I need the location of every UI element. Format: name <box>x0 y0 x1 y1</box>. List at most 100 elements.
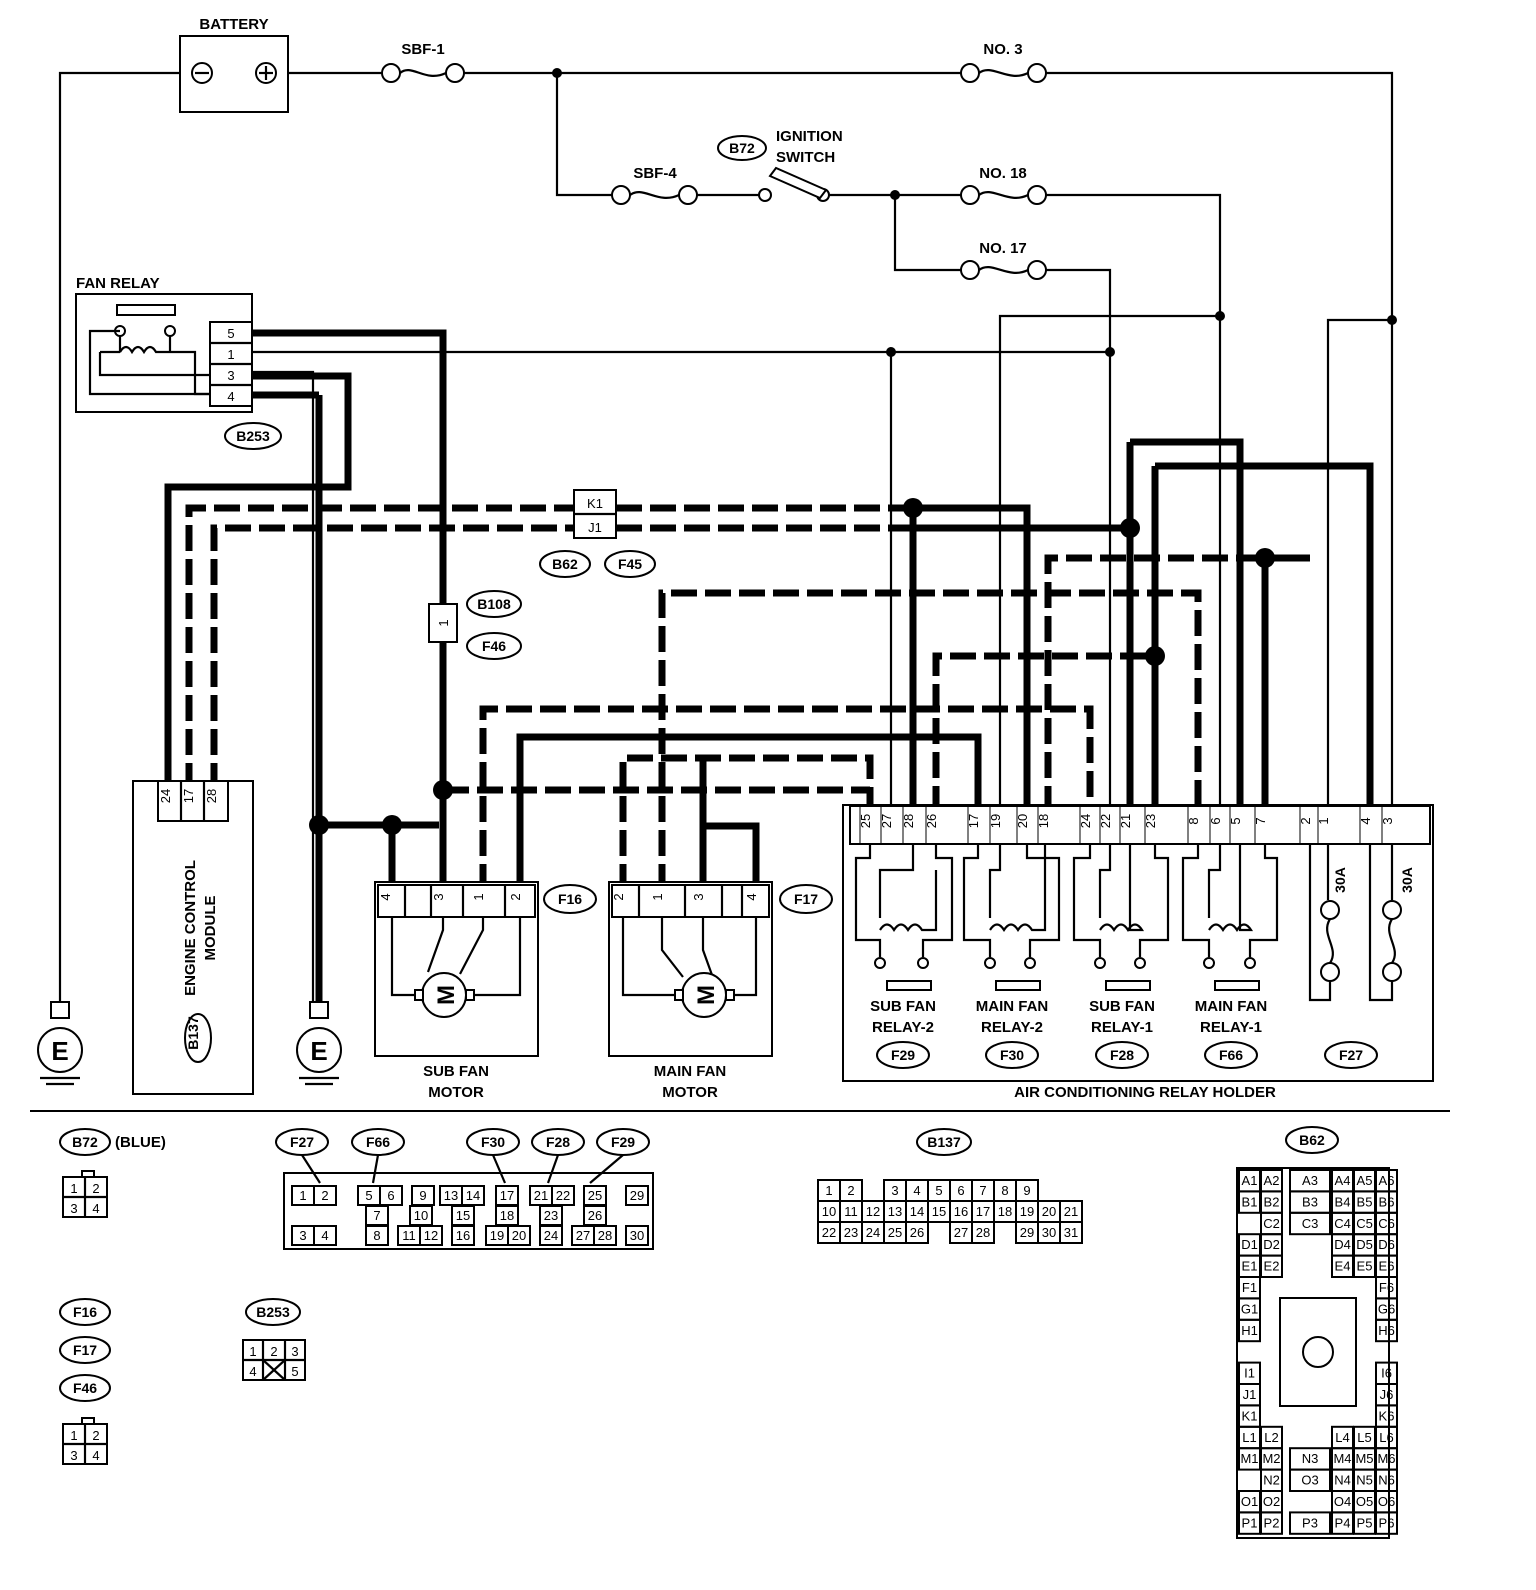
b62-pin-label: P3 <box>1302 1515 1318 1530</box>
main-fan-motor: 2 1 3 4 M F17 MAIN FAN MOTOR <box>608 881 833 1101</box>
fuse-30a-left: 30A <box>1308 844 1348 1002</box>
b62-pin-label: O3 <box>1301 1473 1318 1488</box>
b137-pin-label: 31 <box>1064 1225 1078 1240</box>
inline-connector-b108: 1 B108 F46 <box>428 590 522 660</box>
svg-text:2: 2 <box>92 1428 99 1443</box>
f-pin-label: 25 <box>588 1188 602 1203</box>
b62-pin-label: L1 <box>1242 1430 1256 1445</box>
svg-text:B253: B253 <box>236 428 270 444</box>
svg-text:F28: F28 <box>546 1134 570 1150</box>
svg-text:F45: F45 <box>618 556 642 572</box>
svg-text:SBF-1: SBF-1 <box>401 41 444 58</box>
holder-pin-label: 4 <box>1358 817 1373 824</box>
svg-text:30A: 30A <box>1332 867 1348 893</box>
f-pin-cell <box>365 1225 389 1246</box>
svg-text:E: E <box>310 1036 327 1066</box>
svg-text:MAIN FAN: MAIN FAN <box>654 1063 727 1080</box>
b62-pin-label: A6 <box>1379 1173 1395 1188</box>
svg-text:1: 1 <box>70 1428 77 1443</box>
holder-pin-label: 2 <box>1298 817 1313 824</box>
svg-text:B62: B62 <box>1299 1132 1325 1148</box>
b62-pin-label: E1 <box>1242 1259 1258 1274</box>
f-pin-label: 2 <box>321 1188 328 1203</box>
svg-text:RELAY-2: RELAY-2 <box>872 1019 934 1036</box>
svg-text:F66: F66 <box>1219 1047 1243 1063</box>
b137-pin-label: 6 <box>957 1183 964 1198</box>
b137-pin-label: 17 <box>976 1204 990 1219</box>
b62-pin-cell <box>1289 1468 1331 1492</box>
b62-pin-label: D2 <box>1263 1237 1280 1252</box>
b137-pin-label: 22 <box>822 1225 836 1240</box>
svg-text:5: 5 <box>227 326 234 341</box>
f-pin-label: 11 <box>402 1228 416 1243</box>
b62-pin-label: M6 <box>1377 1451 1395 1466</box>
svg-text:4: 4 <box>92 1448 99 1463</box>
svg-text:MOTOR: MOTOR <box>662 1084 718 1101</box>
svg-text:SUB FAN: SUB FAN <box>423 1063 489 1080</box>
f-pin-label: 8 <box>373 1228 380 1243</box>
b137-pin-label: 20 <box>1042 1204 1056 1219</box>
holder-pin-label: 20 <box>1015 814 1030 828</box>
fan-relay: FAN RELAY 5 1 3 4 B253 <box>75 275 282 450</box>
svg-text:MAIN FAN: MAIN FAN <box>1195 998 1268 1015</box>
b137-pin-label: 16 <box>954 1204 968 1219</box>
battery-label: BATTERY <box>199 16 268 33</box>
svg-text:NO. 3: NO. 3 <box>983 41 1022 58</box>
b62-pin-label: A3 <box>1302 1173 1318 1188</box>
b62-pin-label: I6 <box>1381 1366 1392 1381</box>
b62-pin-label: J6 <box>1380 1387 1394 1402</box>
fuse-no18: NO. 18 <box>960 165 1047 205</box>
b62-pin-cell <box>1238 1318 1261 1343</box>
b62-pin-label: K6 <box>1379 1408 1395 1423</box>
sub-fan-motor: 4 3 1 2 M F16 SUB FAN MOTOR <box>374 881 597 1101</box>
f16-connector-tag <box>543 884 597 914</box>
svg-text:1: 1 <box>436 619 451 626</box>
svg-text:4: 4 <box>744 893 759 900</box>
svg-text:RELAY-2: RELAY-2 <box>981 1019 1043 1036</box>
svg-text:NO. 18: NO. 18 <box>979 165 1027 182</box>
holder-pin-label: 8 <box>1186 817 1201 824</box>
f17-connector-tag <box>779 884 833 914</box>
relay-sub-fan-relay-1 <box>1072 844 1170 991</box>
svg-text:F30: F30 <box>481 1134 505 1150</box>
b62-pin-label: C2 <box>1263 1216 1280 1231</box>
holder-pin-label: 3 <box>1380 817 1395 824</box>
b253-connector-tag <box>224 422 282 450</box>
b62-pin-label: E2 <box>1264 1259 1280 1274</box>
f-pin-cell <box>313 1225 337 1246</box>
svg-text:2: 2 <box>270 1344 277 1359</box>
f-pin-label: 16 <box>456 1228 470 1243</box>
b62-pin-label: C3 <box>1302 1216 1319 1231</box>
b137-pin-label: 11 <box>844 1204 858 1219</box>
b62-pin-label: N4 <box>1334 1473 1351 1488</box>
engine-control-module: 24 17 28 ENGINE CONTROL MODULE B137 <box>132 780 254 1095</box>
b137-pin-label: 7 <box>979 1183 986 1198</box>
b137-pin-label: 27 <box>954 1225 968 1240</box>
ignition-switch: B72 IGNITION SWITCH <box>717 128 843 202</box>
b62-pin-cell <box>1375 1318 1398 1343</box>
b62-pin-cell <box>1289 1511 1331 1535</box>
f66-connector-tag <box>1204 1041 1258 1069</box>
fan-relay-pins: 5 1 3 4 <box>210 326 252 404</box>
b137-pin-label: 18 <box>998 1204 1012 1219</box>
battery-negative-terminal <box>191 62 213 84</box>
power-wires <box>58 71 1394 1002</box>
b137-pin-label: 30 <box>1042 1225 1056 1240</box>
relay-sub-fan-relay-2 <box>854 844 954 991</box>
svg-text:B108: B108 <box>477 596 511 612</box>
svg-text:28: 28 <box>204 789 219 803</box>
svg-text:MODULE: MODULE <box>202 896 219 961</box>
f-pin-label: 27 <box>576 1228 590 1243</box>
b62-pin-label: K1 <box>1242 1408 1258 1423</box>
b62-pin-label: F6 <box>1379 1280 1394 1295</box>
svg-text:SBF-4: SBF-4 <box>633 165 677 182</box>
b62-pin-label: B2 <box>1264 1194 1280 1209</box>
fuse-no3: NO. 3 <box>960 41 1047 83</box>
svg-text:M: M <box>693 985 720 1005</box>
svg-text:F16: F16 <box>73 1304 97 1320</box>
f-pin-label: 14 <box>466 1188 480 1203</box>
svg-text:B62: B62 <box>552 556 578 572</box>
svg-text:K1: K1 <box>587 496 603 511</box>
